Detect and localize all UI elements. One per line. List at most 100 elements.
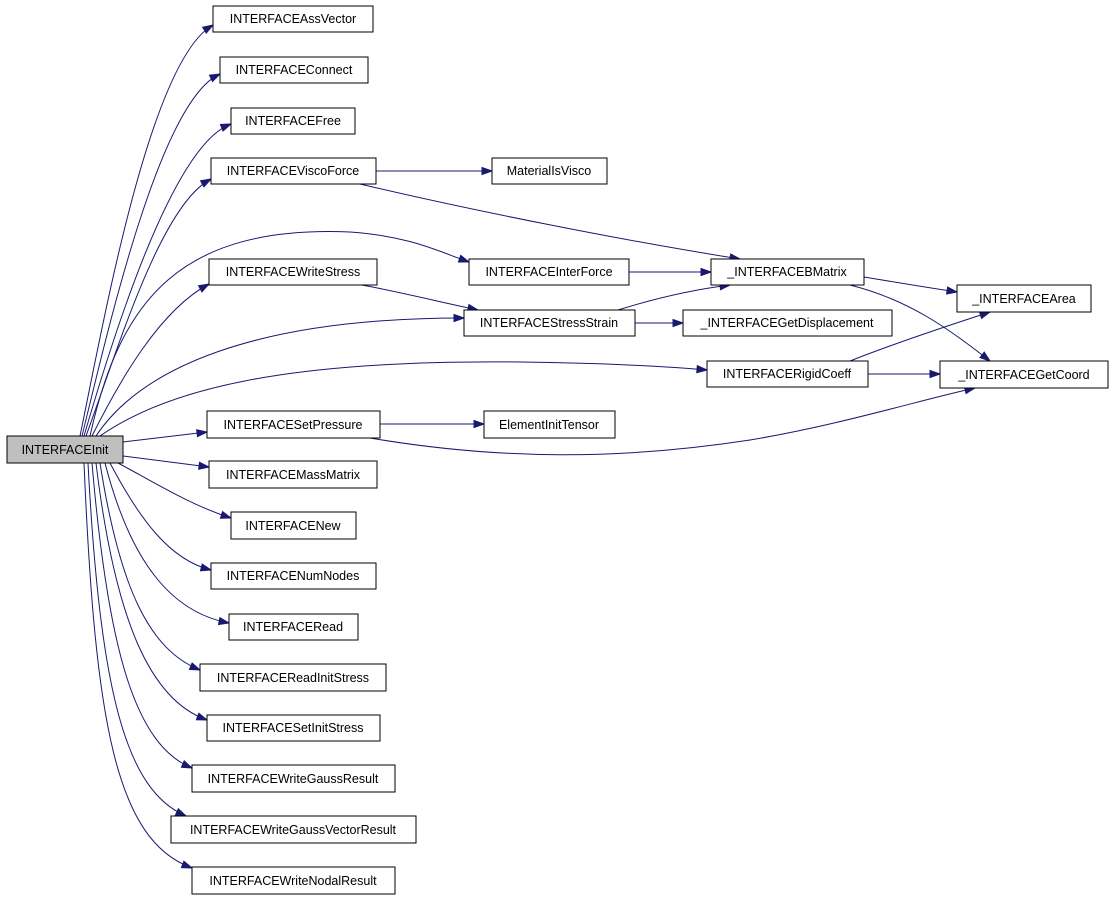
node-interface-free[interactable]: INTERFACEFree xyxy=(230,107,356,135)
edge-line xyxy=(122,455,210,468)
edge-viscoforce-to-bmatrix xyxy=(359,183,742,262)
edge-init-to-writestress xyxy=(91,283,211,437)
edge-interforce-to-bmatrix xyxy=(629,267,713,277)
node-label: INTERFACEFree xyxy=(245,114,341,128)
arrowhead xyxy=(700,267,713,277)
edge-viscoforce-to-materialisvisco xyxy=(376,166,494,176)
node-interface-b-matrix[interactable]: _INTERFACEBMatrix xyxy=(710,258,865,286)
node-label: INTERFACEAssVector xyxy=(230,12,356,26)
node-interface-write-nodal-result[interactable]: INTERFACEWriteNodalResult xyxy=(191,866,396,895)
arrowhead xyxy=(473,419,486,429)
edge-line xyxy=(91,283,210,437)
node-interface-new[interactable]: INTERFACENew xyxy=(230,511,357,540)
edge-init-to-numnodes xyxy=(109,462,213,572)
edge-line xyxy=(104,462,230,624)
edge-line xyxy=(91,462,193,769)
node-interface-num-nodes[interactable]: INTERFACENumNodes xyxy=(210,562,377,590)
node-interface-inter-force[interactable]: INTERFACEInterForce xyxy=(468,258,630,286)
node-label: _INTERFACEGetDisplacement xyxy=(700,316,875,330)
arrowhead xyxy=(945,286,959,295)
node-label: INTERFACENumNodes xyxy=(227,569,360,583)
node-interface-set-pressure[interactable]: INTERFACESetPressure xyxy=(206,410,381,439)
arrowhead xyxy=(696,364,709,374)
edge-init-to-interforce xyxy=(89,231,471,437)
edges-layer xyxy=(79,24,992,869)
edge-line xyxy=(83,462,193,869)
node-interface-read-init-stress[interactable]: INTERFACEReadInitStress xyxy=(199,663,387,692)
edge-line xyxy=(99,462,201,671)
arrowhead xyxy=(195,712,209,721)
edge-init-to-new xyxy=(117,462,233,519)
node-label: INTERFACERead xyxy=(243,620,343,634)
node-interface-connect[interactable]: INTERFACEConnect xyxy=(219,56,369,84)
arrowhead xyxy=(188,662,202,671)
edge-line xyxy=(95,462,208,721)
node-label: _INTERFACEArea xyxy=(971,292,1076,306)
edge-bmatrix-to-getcoord xyxy=(849,284,992,362)
arrowhead xyxy=(199,178,213,188)
node-interface-set-init-stress[interactable]: INTERFACESetInitStress xyxy=(206,714,381,742)
edge-init-to-readinitstress xyxy=(99,462,202,671)
node-interface-area[interactable]: _INTERFACEArea xyxy=(956,284,1092,313)
arrowhead xyxy=(180,760,194,769)
edge-init-to-writegaussvectorresult xyxy=(87,462,188,817)
edge-line xyxy=(109,462,212,571)
edge-stressstrain-to-getdisplacement xyxy=(635,318,685,328)
edge-setpressure-to-elementinittensor xyxy=(380,419,486,429)
node-label: INTERFACESetInitStress xyxy=(222,721,363,735)
edge-line xyxy=(89,231,470,437)
node-label: INTERFACEInit xyxy=(22,443,109,457)
node-label: INTERFACERigidCoeff xyxy=(723,367,852,381)
edge-line xyxy=(617,284,731,311)
node-interface-ass-vector[interactable]: INTERFACEAssVector xyxy=(212,5,374,33)
node-label: MaterialIsVisco xyxy=(507,164,592,178)
edge-init-to-free xyxy=(83,123,233,437)
edge-line xyxy=(99,361,708,437)
node-label: INTERFACEInterForce xyxy=(485,265,612,279)
node-interface-write-stress[interactable]: INTERFACEWriteStress xyxy=(208,258,378,286)
edge-init-to-setinitstress xyxy=(95,462,209,721)
node-interface-visco-force[interactable]: INTERFACEViscoForce xyxy=(210,157,377,185)
arrowhead xyxy=(196,429,209,438)
node-material-is-visco[interactable]: MaterialIsVisco xyxy=(491,157,608,185)
node-label: _INTERFACEBMatrix xyxy=(726,265,847,279)
edge-init-to-stressstrain xyxy=(95,313,466,437)
edge-setpressure-to-getcoord xyxy=(369,386,977,456)
arrowhead xyxy=(219,510,233,519)
node-label: INTERFACEWriteGaussVectorResult xyxy=(190,823,397,837)
arrowhead xyxy=(978,311,992,320)
arrowhead xyxy=(929,369,942,379)
node-interface-write-gauss-vector-result[interactable]: INTERFACEWriteGaussVectorResult xyxy=(170,815,417,844)
edge-line xyxy=(863,276,958,293)
node-interface-rigid-coeff[interactable]: INTERFACERigidCoeff xyxy=(706,360,869,388)
node-label: INTERFACEViscoForce xyxy=(227,164,359,178)
edge-init-to-writenodalresult xyxy=(83,462,194,869)
node-label: INTERFACEWriteGaussResult xyxy=(208,772,379,786)
node-label: INTERFACEWriteStress xyxy=(226,265,361,279)
node-interface-get-displacement[interactable]: _INTERFACEGetDisplacement xyxy=(682,309,893,337)
node-interface-read[interactable]: INTERFACERead xyxy=(228,613,359,641)
node-label: _INTERFACEGetCoord xyxy=(957,368,1089,382)
edge-line xyxy=(95,317,465,437)
arrowhead xyxy=(453,313,466,323)
node-element-init-tensor[interactable]: ElementInitTensor xyxy=(483,410,616,439)
node-interface-write-gauss-result[interactable]: INTERFACEWriteGaussResult xyxy=(191,764,396,793)
edge-line xyxy=(85,178,212,437)
node-label: INTERFACEWriteNodalResult xyxy=(209,874,377,888)
edge-line xyxy=(361,284,479,311)
node-interface-init[interactable]: INTERFACEInit xyxy=(6,435,124,464)
edge-stressstrain-to-bmatrix xyxy=(617,282,732,311)
node-label: INTERFACESetPressure xyxy=(224,418,363,432)
edge-line xyxy=(79,24,214,437)
arrowhead xyxy=(198,461,211,470)
arrowhead xyxy=(197,283,211,293)
node-interface-get-coord[interactable]: _INTERFACEGetCoord xyxy=(939,360,1109,389)
node-interface-stress-strain[interactable]: INTERFACEStressStrain xyxy=(463,309,636,337)
arrowhead xyxy=(201,24,215,35)
node-interface-mass-matrix[interactable]: INTERFACEMassMatrix xyxy=(208,460,378,489)
edge-init-to-connect xyxy=(81,73,222,437)
edge-line xyxy=(849,284,991,362)
node-label: INTERFACEReadInitStress xyxy=(217,671,369,685)
edge-init-to-read xyxy=(104,462,231,626)
